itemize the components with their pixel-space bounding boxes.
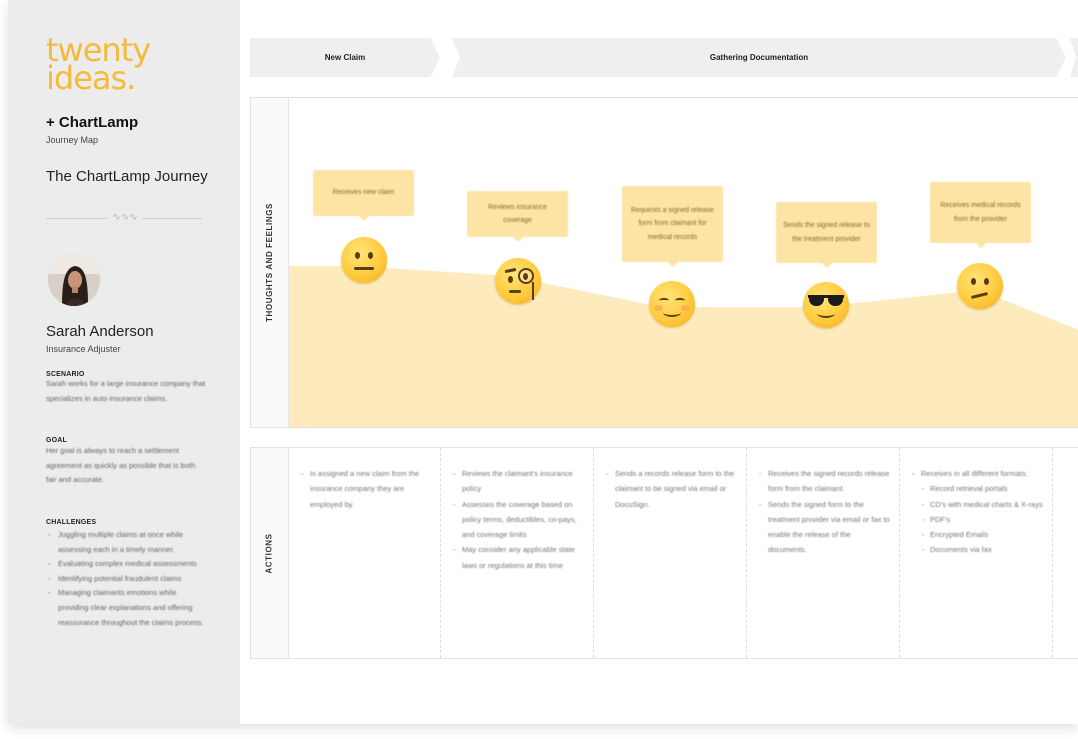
- partner-name: + ChartLamp: [46, 114, 138, 131]
- list-item: Assesses the coverage based on policy te…: [453, 497, 585, 543]
- monocle-face-icon: [495, 258, 541, 304]
- neutral-face-icon: [341, 237, 387, 283]
- twenty-ideas-logo: twenty ideas.: [46, 36, 150, 92]
- journey-map-canvas: twenty ideas. + ChartLamp Journey Map Th…: [8, 0, 1078, 724]
- list-item: CD's with medical charts & X-rays: [912, 497, 1044, 512]
- list-item: Sends a records release form to the clai…: [606, 466, 738, 512]
- journey-title: The ChartLamp Journey: [46, 168, 208, 185]
- avatar: [48, 254, 100, 306]
- action-column: Receives the signed records release form…: [747, 448, 900, 658]
- list-item: Sends the signed form to the treatment p…: [759, 497, 891, 558]
- phase-gathering-documentation: Gathering Documentation: [452, 38, 1066, 77]
- goal-text: Her goal is always to reach a settlement…: [46, 444, 206, 488]
- lane-label: THOUGHTS AND FEELINGS: [251, 98, 289, 427]
- squiggle-icon: ∿∿∿: [108, 212, 142, 224]
- sunglasses-face-icon: [803, 282, 849, 328]
- thought-bubble: Receives medical records from the provid…: [930, 182, 1031, 243]
- sidebar: twenty ideas. + ChartLamp Journey Map Th…: [8, 0, 240, 724]
- phase-new-claim: New Claim: [250, 38, 440, 77]
- action-column: Receives in all different formats: Recor…: [900, 448, 1053, 658]
- document-type: Journey Map: [46, 135, 98, 145]
- list-item: Is assigned a new claim from the insuran…: [301, 466, 433, 512]
- list-item: Juggling multiple claims at once while a…: [48, 528, 206, 557]
- list-item: Reviews the claimant's insurance policy: [453, 466, 585, 497]
- phase-next: [1070, 38, 1078, 77]
- list-item: Evaluating complex medical assessments: [48, 557, 206, 572]
- thoughts-lane-body: Receives new claim Reviews insurance cov…: [289, 98, 1078, 427]
- list-item: Receives the signed records release form…: [759, 466, 891, 497]
- persona-role: Insurance Adjuster: [46, 344, 121, 354]
- list-item: Managing claimants emotions while provid…: [48, 586, 206, 630]
- confused-face-icon: [957, 263, 1003, 309]
- list-item: Documents via fax: [912, 542, 1044, 557]
- lane-label: ACTIONS: [251, 448, 289, 658]
- persona-name: Sarah Anderson: [46, 323, 154, 340]
- list-item: Receives in all different formats:: [912, 466, 1044, 481]
- list-item: Record retrieval portals: [912, 481, 1044, 496]
- actions-lane: ACTIONS Is assigned a new claim from the…: [250, 447, 1078, 659]
- list-item: PDF's: [912, 512, 1044, 527]
- list-item: May consider any applicable state laws o…: [453, 542, 585, 573]
- thought-bubble: Sends the signed release to the treatmen…: [776, 202, 877, 263]
- smiling-face-icon: [649, 281, 695, 327]
- actions-lane-body: Is assigned a new claim from the insuran…: [289, 448, 1078, 658]
- thought-bubble: Receives new claim: [313, 170, 414, 216]
- challenges-list: Juggling multiple claims at once while a…: [48, 528, 206, 630]
- emotion-curve: [289, 98, 1078, 427]
- scenario-text: Sarah works for a large insurance compan…: [46, 377, 206, 406]
- thought-bubble: Requests a signed release form from clai…: [622, 186, 723, 262]
- list-item: Encrypted Emails: [912, 527, 1044, 542]
- goal-heading: GOAL: [46, 437, 67, 444]
- action-column: Is assigned a new claim from the insuran…: [289, 448, 441, 658]
- thoughts-lane: THOUGHTS AND FEELINGS Receives new claim…: [250, 97, 1078, 428]
- list-item: Identifying potential fraudulent claims: [48, 572, 206, 587]
- action-column: Sends a records release form to the clai…: [594, 448, 747, 658]
- action-column: Reviews the claimant's insurance policy …: [441, 448, 594, 658]
- challenges-heading: CHALLENGES: [46, 519, 96, 526]
- thought-bubble: Reviews insurance coverage: [467, 191, 568, 237]
